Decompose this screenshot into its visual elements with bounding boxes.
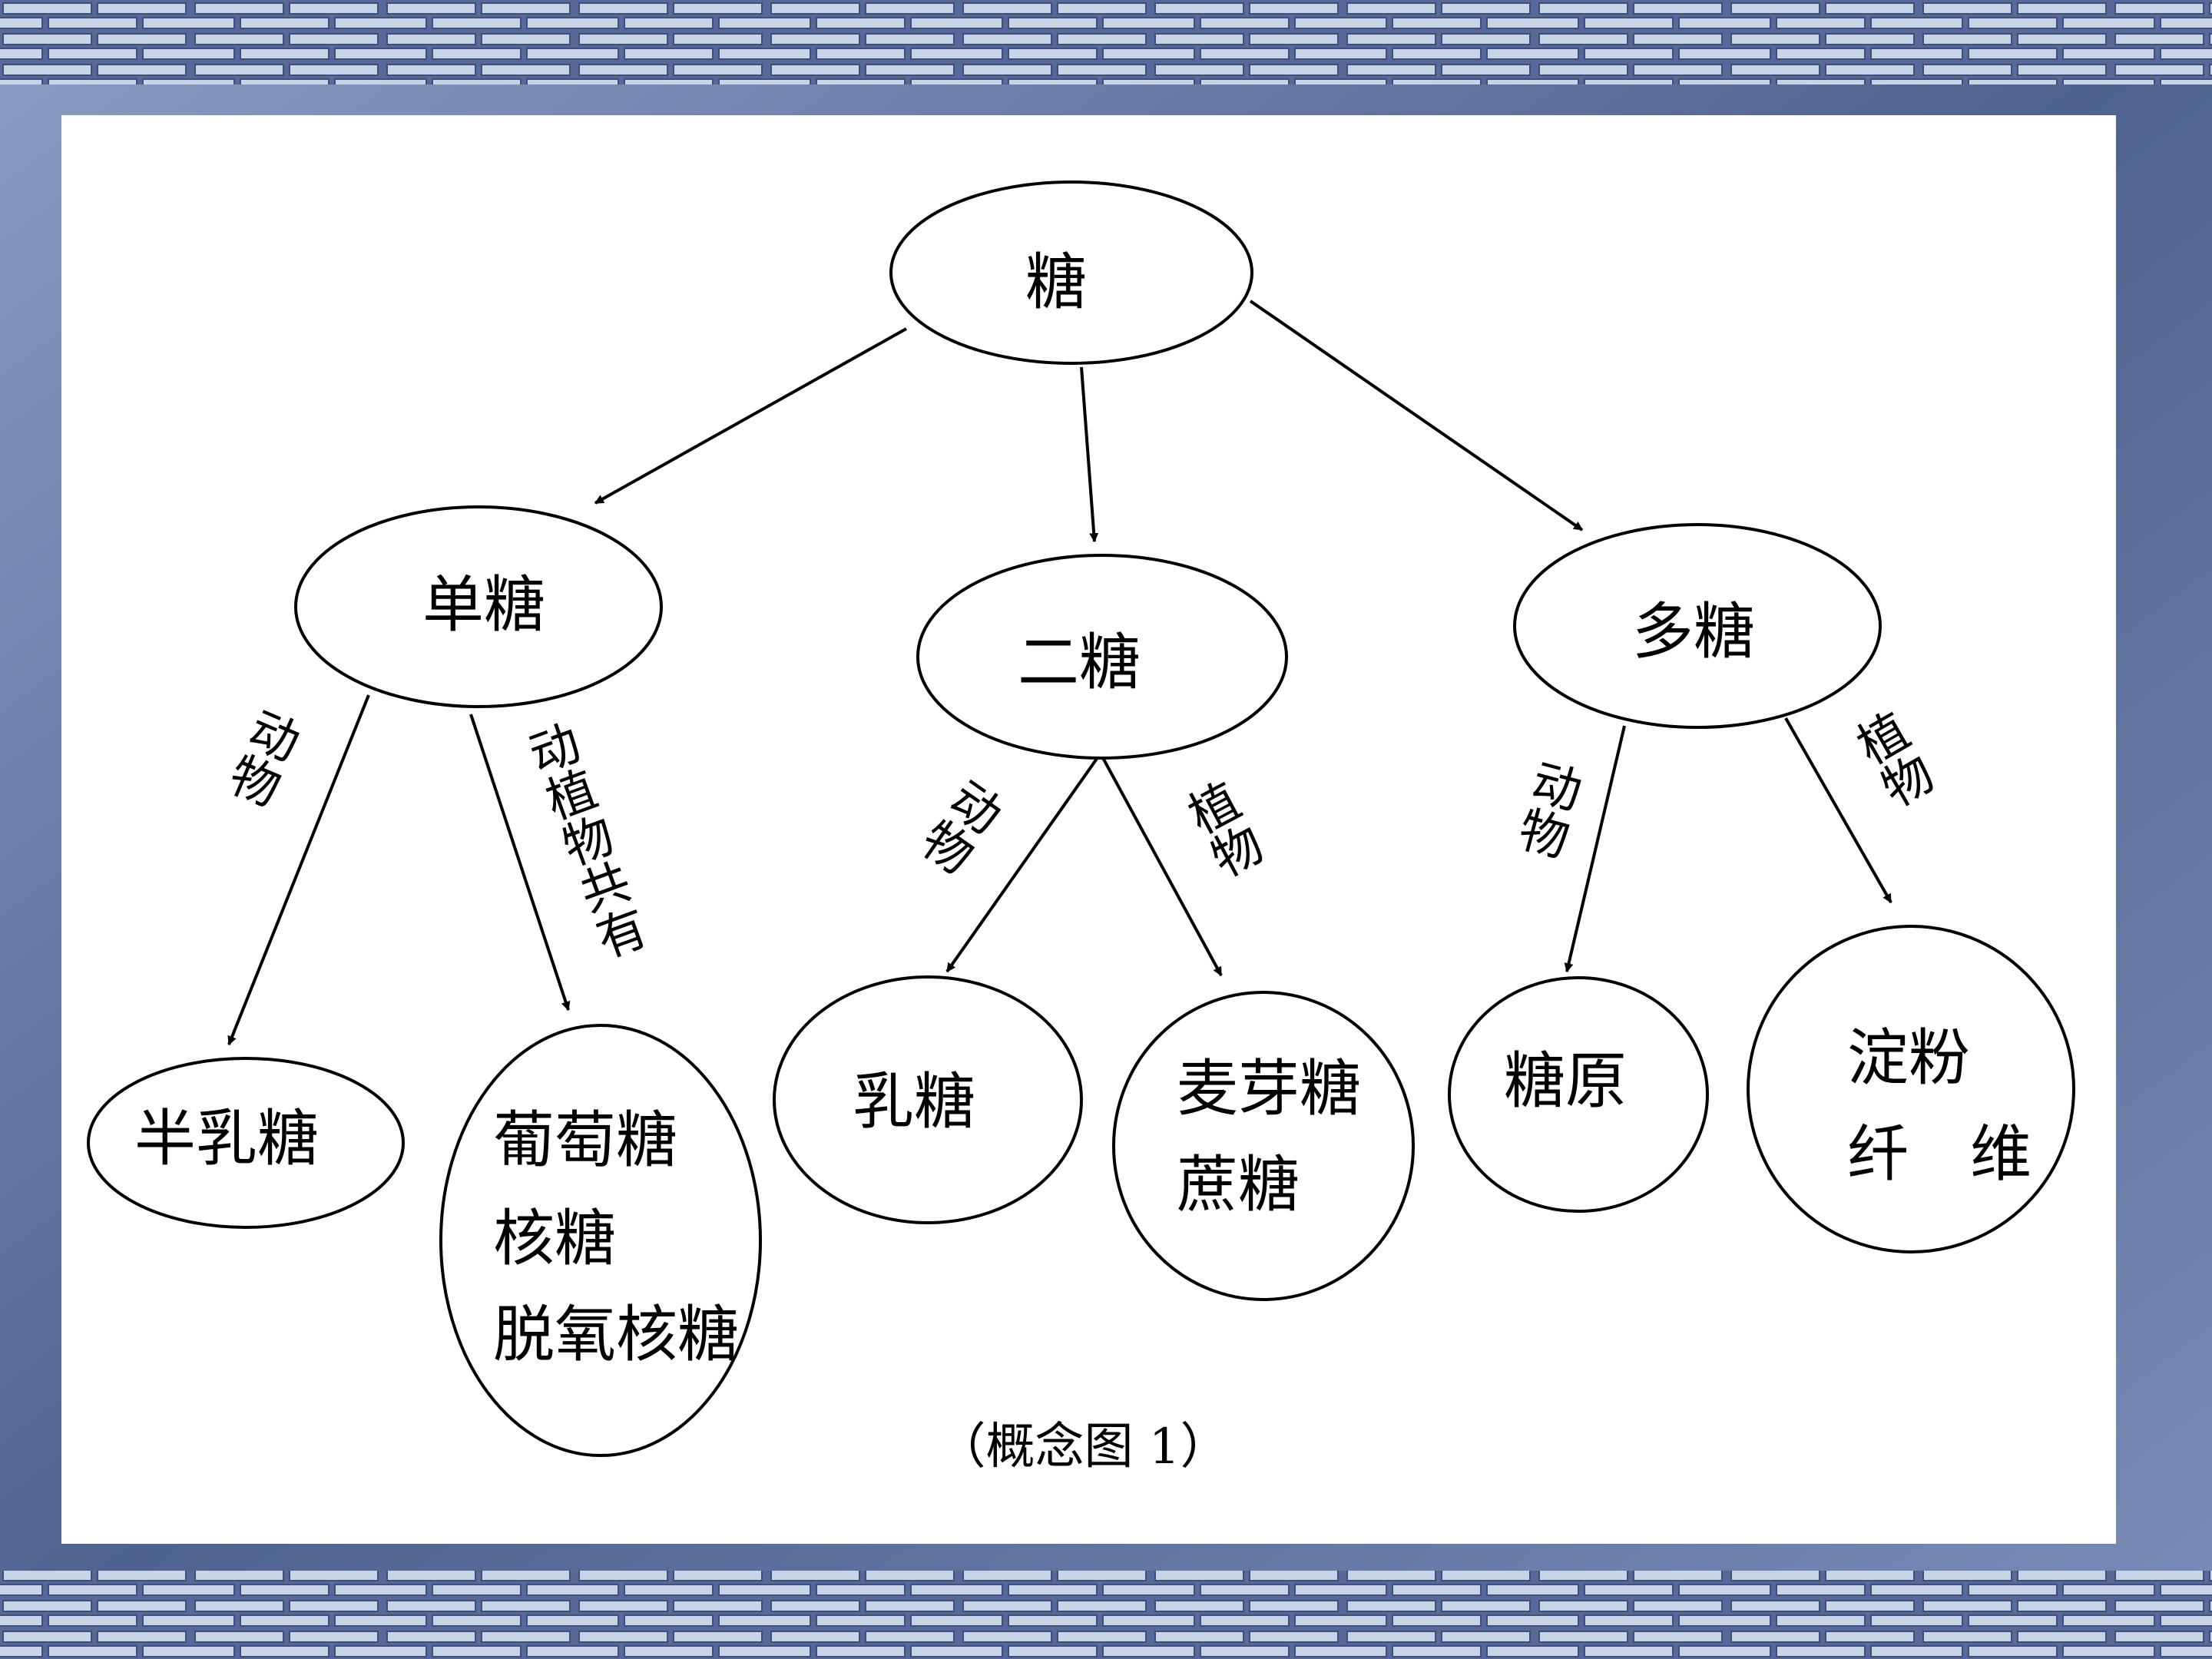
label-root: 糖 (1025, 247, 1087, 318)
node-poly-plant (1747, 925, 2075, 1253)
node-lactose (773, 975, 1083, 1224)
node-labels: 糖 单糖 二糖 多糖 半乳糖 乳糖 糖原 (134, 247, 1755, 1174)
edge-mono-shared (469, 714, 571, 1012)
edge-root-poly (1249, 300, 1584, 531)
edge-mono-galactose (227, 694, 370, 1046)
edge-root-mono (594, 327, 907, 505)
label-di: 二糖 (1018, 627, 1141, 698)
node-labels-multiline: 葡萄糖 核糖 脱氧核糖 麦芽糖 蔗糖 淀粉 纤 维 (493, 1022, 2032, 1370)
label-poly: 多糖 (1632, 596, 1755, 667)
label-starch: 淀粉 (1847, 1022, 1970, 1094)
node-glycogen (1448, 976, 1709, 1213)
edges (227, 300, 1892, 1046)
label-deoxyribose: 脱氧核糖 (493, 1299, 739, 1370)
nodes (87, 180, 2075, 1457)
node-di-plant (1112, 991, 1415, 1301)
node-mono-shared (439, 1024, 762, 1457)
top-brick-border (0, 0, 2212, 84)
node-poly (1513, 523, 1882, 729)
edge-poly-glycogen (1564, 725, 1626, 973)
figure-caption: （概念图 1） (936, 1419, 1229, 1475)
label-maltose: 麦芽糖 (1177, 1053, 1361, 1124)
label-lactose: 乳糖 (853, 1066, 975, 1137)
label-sucrose: 蔗糖 (1177, 1149, 1300, 1220)
node-di (916, 554, 1288, 760)
node-galactose (87, 1057, 405, 1229)
label-glycogen: 糖原 (1504, 1045, 1627, 1117)
edge-poly-plant (1784, 717, 1892, 904)
label-mono: 单糖 (422, 569, 545, 641)
edge-root-di (1080, 366, 1099, 543)
node-mono (294, 505, 663, 708)
bottom-brick-border (0, 1571, 2212, 1659)
node-root (889, 180, 1253, 365)
label-cellulose: 纤 维 (1847, 1118, 2032, 1190)
label-galactose: 半乳糖 (134, 1103, 319, 1174)
label-glucose: 葡萄糖 (493, 1104, 677, 1176)
edge-di-plant (1101, 756, 1223, 977)
label-ribose: 核糖 (493, 1203, 616, 1274)
edge-di-lactose (945, 755, 1100, 973)
